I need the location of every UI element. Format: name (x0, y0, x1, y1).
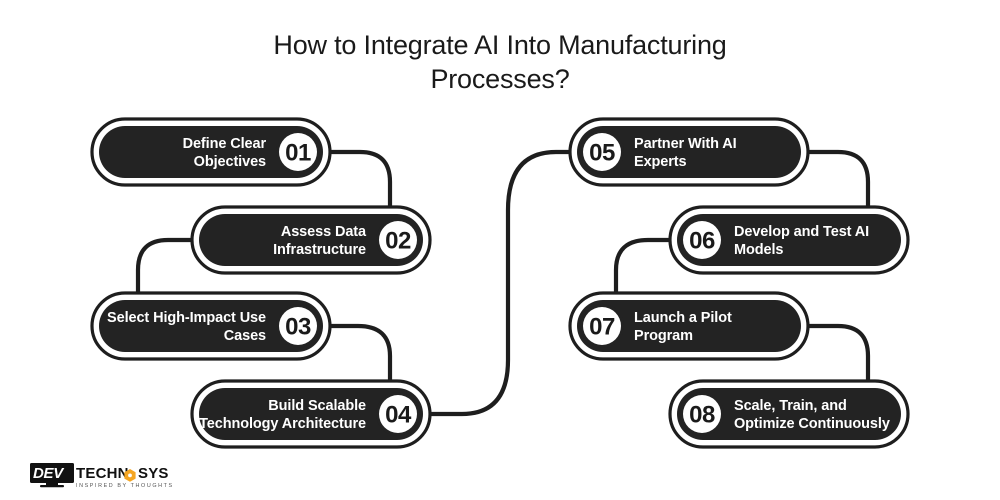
step-card-body (677, 388, 901, 440)
step-number-text: 03 (285, 314, 311, 341)
brand-logo: DEV TECHN SYS INSPIRED BY THOUGHTS (30, 463, 174, 489)
step-label-line-1: Partner With AI (634, 136, 737, 152)
logo-tagline: INSPIRED BY THOUGHTS (76, 483, 174, 489)
step-number-circle (683, 221, 721, 259)
page-title: How to Integrate AI Into Manufacturing P… (273, 30, 726, 94)
step-card-body (199, 388, 423, 440)
step-number-text: 06 (689, 228, 715, 255)
step-card-body (577, 300, 801, 352)
step-number-circle (683, 395, 721, 433)
step-number-circle (379, 395, 417, 433)
step-label-line-2: Optimize Continuously (734, 416, 890, 432)
step-number-circle (279, 307, 317, 345)
step-card-05[interactable]: 05 Partner With AI Experts (568, 117, 810, 187)
step-label-line-2: Experts (634, 154, 687, 170)
step-label-line-2: Technology Architecture (199, 416, 366, 432)
step-label-line-1: Scale, Train, and (734, 398, 847, 414)
step-label-line-2: Models (734, 242, 783, 258)
step-number-text: 02 (385, 228, 411, 255)
step-label-line-2: Objectives (194, 154, 266, 170)
step-card-body (99, 126, 323, 178)
page-title-line-2: Processes? (430, 64, 569, 94)
step-number-text: 05 (589, 140, 615, 167)
step-card-body (99, 300, 323, 352)
step-label-line-1: Select High-Impact Use (107, 310, 266, 326)
logo-brand-part-1: TECHN (76, 465, 129, 482)
step-number-text: 07 (589, 314, 615, 341)
step-card-06[interactable]: 06 Develop and Test AI Models (668, 205, 910, 275)
step-label-line-1: Develop and Test AI (734, 224, 869, 240)
step-number-text: 08 (689, 402, 715, 429)
step-number-text: 01 (285, 140, 311, 167)
step-label-line-2: Cases (224, 328, 266, 344)
gear-hexagon-center-icon (128, 473, 132, 478)
logo-brand-part-2: SYS (138, 465, 169, 482)
connector-04-to-05 (427, 149, 579, 417)
logo-mark-text: DEV (33, 465, 65, 482)
step-label-line-1: Launch a Pilot (634, 310, 732, 326)
step-label-line-2: Program (634, 328, 693, 344)
step-label-line-2: Infrastructure (273, 242, 366, 258)
logo-monitor-stand-icon (46, 483, 58, 486)
page-title-line-1: How to Integrate AI Into Manufacturing (273, 30, 726, 60)
step-label-line-1: Define Clear (183, 136, 267, 152)
logo-monitor-base-icon (40, 485, 64, 488)
connector-group (135, 149, 871, 417)
step-card-body (677, 214, 901, 266)
step-number-circle (583, 133, 621, 171)
step-label-line-1: Assess Data (281, 224, 367, 240)
step-number-circle (583, 307, 621, 345)
step-number-circle (379, 221, 417, 259)
step-label-line-1: Build Scalable (268, 398, 366, 414)
step-number-text: 04 (385, 402, 412, 429)
step-card-body (199, 214, 423, 266)
logo-monitor-icon (30, 463, 74, 483)
step-number-circle (279, 133, 317, 171)
step-card-body (577, 126, 801, 178)
